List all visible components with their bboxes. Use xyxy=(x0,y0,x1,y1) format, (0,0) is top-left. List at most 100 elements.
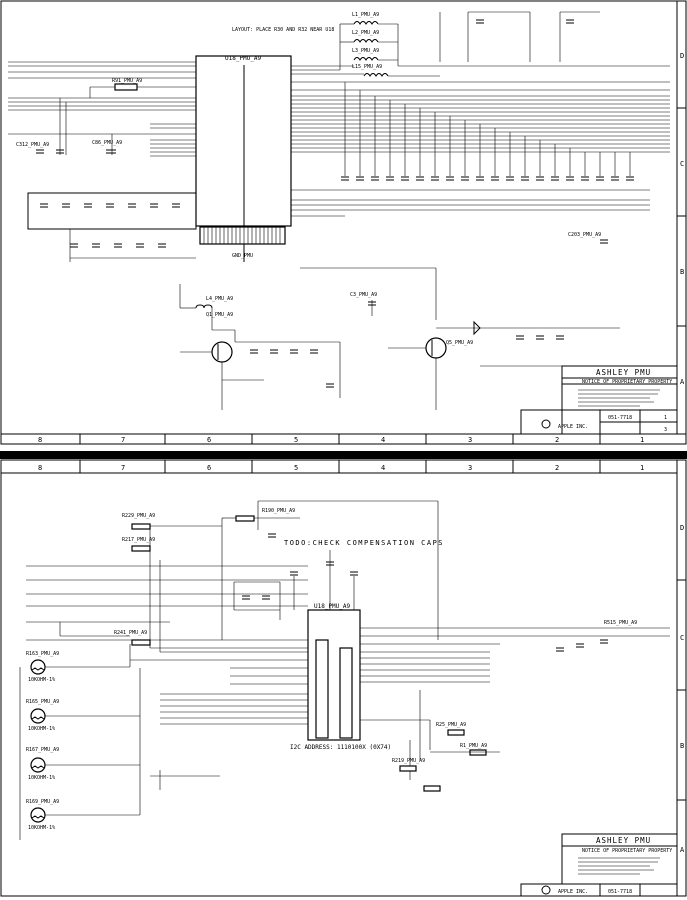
resistor-label: R219_PMU_A9 xyxy=(392,758,425,764)
output-cap-drops xyxy=(344,82,631,176)
thermistor-icon xyxy=(30,708,46,724)
title-block-title: ASHLEY PMU xyxy=(596,368,651,377)
zone-label: D xyxy=(680,52,684,60)
zone-label: A xyxy=(680,378,685,386)
title-block-title: ASHLEY PMU xyxy=(596,836,651,845)
sheet-separator xyxy=(0,451,687,459)
sheet-2-zone-column: D C B A xyxy=(677,524,686,854)
inductor-label: L2_PMU_A9 xyxy=(352,30,379,36)
zone-label: C xyxy=(680,634,684,642)
pin-group-right xyxy=(339,647,353,739)
output-cap-row xyxy=(341,176,634,181)
company-name: APPLE INC. xyxy=(558,424,588,430)
sheet-2-zone-row: 8 7 6 5 4 3 2 1 xyxy=(38,460,644,473)
thermistor-label: R165_PMU_A9 xyxy=(26,699,59,705)
title-block-notice: NOTICE OF PROPRIETARY PROPERTY xyxy=(582,379,672,385)
right-nets-2 xyxy=(360,627,670,780)
layout-note: LAYOUT: PLACE R30 AND R32 NEAR U18 xyxy=(232,27,334,33)
cap-label: C312_PMU_A9 xyxy=(16,142,49,148)
zone-label: 1 xyxy=(640,464,644,472)
thermistor-label: R169_PMU_A9 xyxy=(26,799,59,805)
mosfet-q1 xyxy=(211,341,233,363)
zone-label: 3 xyxy=(468,464,472,472)
pin-group-left xyxy=(315,639,329,739)
sheet-2-border xyxy=(0,459,687,897)
revision: 1 xyxy=(664,415,667,421)
inductor-label: L3_PMU_A9 xyxy=(352,48,379,54)
resistor-label: R217_PMU_A9 xyxy=(122,537,155,543)
i2c-address: I2C ADDRESS: 1110100X (0X74) xyxy=(290,744,391,751)
thermistor-value: 10KOHM-1% xyxy=(28,726,55,732)
thermistor-icon xyxy=(30,757,46,773)
pmu-chip-label: U18_PMU_A9 xyxy=(314,603,351,610)
drawing-number: 051-7718 xyxy=(608,889,632,895)
pmu-chip-label: U18_PMU_A9 xyxy=(225,55,262,62)
left-caps xyxy=(36,149,116,154)
top-cluster: R190_PMU_A9 xyxy=(221,500,439,640)
zone-label: 5 xyxy=(294,436,298,444)
zone-label: 7 xyxy=(121,464,125,472)
sheet-1-zone-row: 8 7 6 5 4 3 2 1 xyxy=(38,434,644,444)
zone-label: D xyxy=(680,524,684,532)
zone-label: A xyxy=(680,846,685,854)
left-input-nets xyxy=(8,61,196,157)
zone-label: 2 xyxy=(555,436,559,444)
drawing-number: 051-7718 xyxy=(608,415,632,421)
mosfet-q5 xyxy=(425,337,447,359)
zone-label: 8 xyxy=(38,436,42,444)
zone-label: B xyxy=(680,742,684,750)
resistor-label: R515_PMU_A9 xyxy=(604,620,637,626)
transistor-label: Q1_PMU_A9 xyxy=(206,312,233,318)
resistor-label: R229_PMU_A9 xyxy=(122,513,155,519)
top-right-caps xyxy=(439,11,600,62)
left-nets-2 xyxy=(26,546,308,725)
inductor-label: L1_PMU_A9 xyxy=(352,12,379,18)
thermistor-value: 10KOHM-1% xyxy=(28,775,55,781)
cap-label: C203_PMU_A9 xyxy=(568,232,601,238)
zone-label: 6 xyxy=(207,464,211,472)
ground-label: GND_PMU xyxy=(232,253,253,259)
todo-note: TODO:CHECK COMPENSATION CAPS xyxy=(284,539,444,547)
sheet-1: 8 7 6 5 4 3 2 1 D C B A LAYOUT: PLACE R3… xyxy=(0,0,687,445)
resistor-label: R91_PMU_A9 xyxy=(112,78,142,84)
sheet-2: 8 7 6 5 4 3 2 1 D C B A TODO:CHECK COMPE… xyxy=(0,459,687,897)
title-block-1: ASHLEY PMU NOTICE OF PROPRIETARY PROPERT… xyxy=(520,365,678,435)
zone-label: 4 xyxy=(381,464,385,472)
thermistor-icon xyxy=(30,659,46,675)
title-block-notice: NOTICE OF PROPRIETARY PROPERTY xyxy=(582,848,672,854)
sheet-number: 3 xyxy=(664,427,667,433)
resistor-label: R1_PMU_A9 xyxy=(460,743,487,749)
capacitor-bank-left xyxy=(27,192,197,262)
resistor-label: R241_PMU_A9 xyxy=(114,630,147,636)
zone-label: 4 xyxy=(381,436,385,444)
zone-label: 8 xyxy=(38,464,42,472)
zone-label: C xyxy=(680,160,684,168)
thermistor-icon xyxy=(30,807,46,823)
zone-label: 7 xyxy=(121,436,125,444)
resistor-r91 xyxy=(114,83,138,91)
sheet-1-zone-column: D C B A xyxy=(677,52,686,386)
thermistor-label: R167_PMU_A9 xyxy=(26,747,59,753)
inductor-label: L4_PMU_A9 xyxy=(206,296,233,302)
apple-logo-icon xyxy=(541,419,551,429)
zone-label: 5 xyxy=(294,464,298,472)
right-output-nets xyxy=(291,81,670,217)
zone-label: 6 xyxy=(207,436,211,444)
resistor-label: R190_PMU_A9 xyxy=(262,508,295,514)
thermistors: R163_PMU_A9 R165_PMU_A9 R167_PMU_A9 R169… xyxy=(19,651,141,840)
zone-label: 2 xyxy=(555,464,559,472)
sheet-1-border xyxy=(0,0,687,445)
cap-label: C86_PMU_A9 xyxy=(92,140,122,146)
transistor-label: Q5_PMU_A9 xyxy=(446,340,473,346)
thermistor-value: 10KOHM-1% xyxy=(28,825,55,831)
thermistor-value: 10KOHM-1% xyxy=(28,677,55,683)
zone-label: 3 xyxy=(468,436,472,444)
company-name: APPLE INC. xyxy=(558,889,588,895)
cap-label: C3_PMU_A9 xyxy=(350,292,377,298)
boost-section-left: L4_PMU_A9 Q1_PMU_A9 xyxy=(179,284,341,410)
resistor-label: R25_PMU_A9 xyxy=(436,722,466,728)
thermistor-label: R163_PMU_A9 xyxy=(26,651,59,657)
apple-logo-icon xyxy=(541,885,551,895)
boost-section-right: C3_PMU_A9 Q5_PMU_A9 xyxy=(300,267,620,410)
